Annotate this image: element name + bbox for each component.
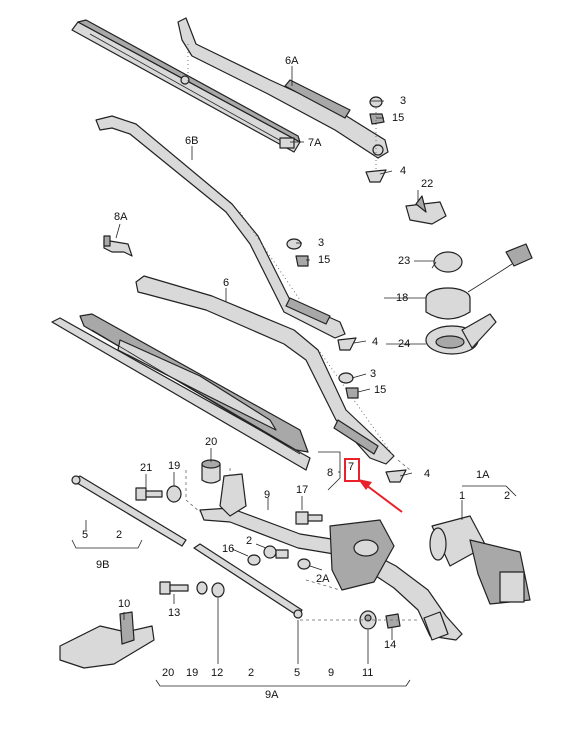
- label-23: 23: [398, 255, 410, 267]
- label-9b: 9B: [96, 559, 109, 571]
- label-3-low: 3: [370, 368, 376, 380]
- label-3-top: 3: [400, 95, 406, 107]
- label-16: 16: [222, 543, 234, 555]
- label-17: 17: [296, 484, 308, 496]
- link-rod-9a[interactable]: [193, 543, 303, 619]
- washer-4-top[interactable]: [365, 169, 387, 183]
- label-15-top: 15: [392, 112, 404, 124]
- label-2-mid: 2: [246, 535, 252, 547]
- label-8a: 8A: [114, 211, 128, 223]
- label-3-mid: 3: [318, 237, 324, 249]
- nut-15-mid[interactable]: [295, 255, 309, 267]
- wiper-arm-6b[interactable]: [95, 115, 346, 339]
- label-8: 8: [327, 467, 333, 479]
- washer-4-mid[interactable]: [337, 337, 357, 351]
- part-labels: 6A 3 15 7A 4 6B 22 8A 3 15 23 6 18 4 24 …: [82, 55, 510, 701]
- label-5-left: 5: [82, 529, 88, 541]
- bush-2a[interactable]: [297, 558, 311, 570]
- leader-lines: [71, 66, 517, 687]
- wiper-arm-6[interactable]: [135, 275, 395, 465]
- label-14: 14: [384, 639, 396, 651]
- clamp-ring-23[interactable]: [431, 251, 463, 273]
- label-1: 1: [459, 490, 465, 502]
- washer-4-low[interactable]: [385, 469, 407, 483]
- bolt-13[interactable]: [159, 581, 189, 595]
- label-4-mid: 4: [372, 336, 378, 348]
- bolt-21[interactable]: [135, 487, 163, 501]
- nut-cap-3-mid[interactable]: [286, 238, 302, 250]
- label-5-bot: 5: [294, 667, 300, 679]
- label-4-low: 4: [424, 468, 430, 480]
- wiper-arm-6a[interactable]: [177, 17, 389, 159]
- label-7: 7: [348, 461, 354, 473]
- mount-bracket-24[interactable]: [425, 313, 497, 355]
- label-15-mid: 15: [318, 254, 330, 266]
- wiper-motor-1[interactable]: [429, 515, 531, 605]
- label-1a: 1A: [476, 469, 490, 481]
- label-9a: 9A: [265, 689, 279, 701]
- label-12-bot: 12: [211, 667, 223, 679]
- label-18: 18: [396, 292, 408, 304]
- bush-12[interactable]: [211, 582, 225, 598]
- clip-8a[interactable]: [103, 235, 133, 257]
- nut-15-low[interactable]: [345, 387, 359, 399]
- label-20-top: 20: [205, 436, 217, 448]
- nut-cap-3-top[interactable]: [369, 96, 383, 108]
- label-20-bot: 20: [162, 667, 174, 679]
- label-11-bot: 11: [362, 667, 373, 679]
- label-2-right: 2: [504, 490, 510, 502]
- nut-14[interactable]: [385, 613, 401, 629]
- sensor-18[interactable]: [425, 243, 533, 320]
- label-2-left: 2: [116, 529, 122, 541]
- label-6b: 6B: [185, 135, 198, 147]
- nut-16[interactable]: [247, 554, 261, 566]
- bracket-22[interactable]: [405, 195, 447, 225]
- label-7a: 7A: [308, 137, 322, 149]
- link-rod-9b[interactable]: [71, 475, 187, 547]
- label-24: 24: [398, 338, 410, 350]
- grommet-20[interactable]: [201, 459, 221, 484]
- wiper-blade-7a[interactable]: [71, 19, 301, 153]
- label-6: 6: [223, 277, 229, 289]
- red-arrow-icon: [358, 479, 403, 513]
- label-21: 21: [140, 462, 152, 474]
- nut-cap-3-low[interactable]: [338, 372, 354, 384]
- label-22: 22: [421, 178, 433, 190]
- label-10: 10: [118, 598, 130, 610]
- label-19-bot: 19: [186, 667, 198, 679]
- highlight-box: [344, 458, 360, 482]
- label-9-top: 9: [264, 489, 270, 501]
- label-13: 13: [168, 607, 180, 619]
- spacer-2-mid[interactable]: [263, 545, 289, 559]
- assembly-lines: [185, 459, 420, 621]
- washer-12-ring[interactable]: [196, 581, 208, 595]
- label-19-top: 19: [168, 460, 180, 472]
- label-4-top: 4: [400, 165, 406, 177]
- bolt-17[interactable]: [295, 511, 323, 525]
- label-15-low: 15: [374, 384, 386, 396]
- wiper-blade-8[interactable]: [51, 313, 311, 471]
- nut-15-top[interactable]: [369, 113, 385, 125]
- bush-19-top[interactable]: [166, 485, 182, 503]
- linkage-frame-9[interactable]: [199, 473, 463, 641]
- label-6a: 6A: [285, 55, 299, 67]
- label-2-bot: 2: [248, 667, 254, 679]
- bracket-10[interactable]: [59, 611, 155, 669]
- label-2a: 2A: [316, 573, 330, 585]
- label-9-bot: 9: [328, 667, 334, 679]
